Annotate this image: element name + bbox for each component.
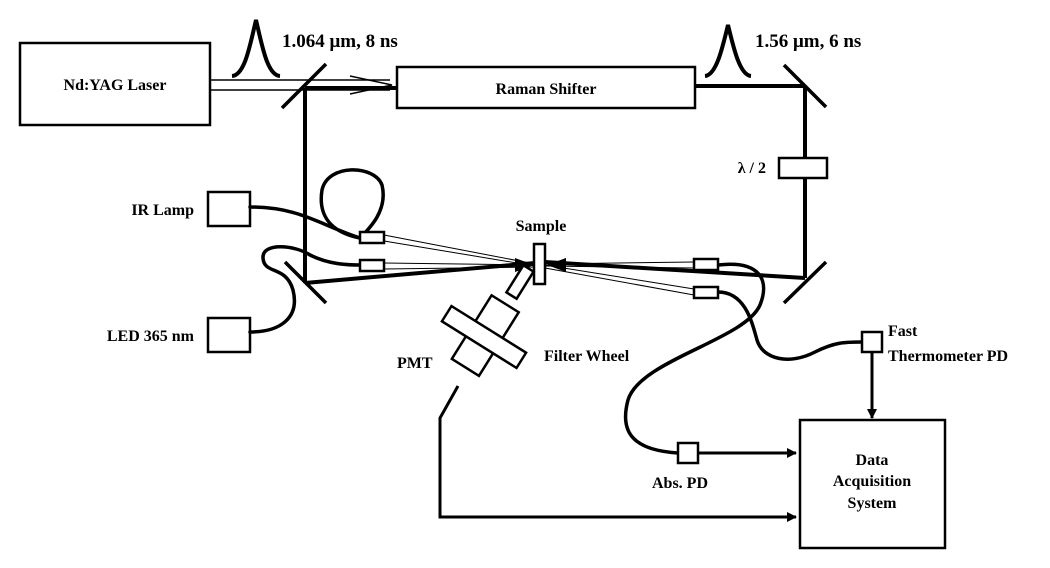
half-wave-plate-label: λ / 2 — [738, 160, 766, 177]
sample-label: Sample — [516, 218, 567, 235]
pulse-1-label: 1.064 μm, 8 ns — [282, 31, 398, 52]
pmt-signal-line — [438, 385, 797, 522]
fibers — [248, 168, 864, 455]
fiber-abs-pd — [623, 262, 766, 455]
daq-label-line3: System — [848, 495, 898, 512]
nd-yag-laser: Nd:YAG Laser — [18, 41, 212, 127]
half-wave-plate: λ / 2 — [738, 156, 829, 180]
fiber-led — [248, 245, 362, 334]
led-label: LED 365 nm — [107, 328, 195, 345]
data-acquisition-system: Data Acquisition System — [798, 418, 947, 550]
sample: Sample — [516, 218, 567, 286]
pulse-shape-1064 — [231, 19, 281, 78]
sample-coupling-lines — [383, 234, 695, 296]
abs-pd-label: Abs. PD — [652, 475, 708, 492]
fiber-thermometer-pd — [716, 290, 864, 361]
daq-label-line1: Data — [856, 452, 889, 469]
ir-lamp: IR Lamp — [131, 190, 252, 228]
mirrors — [280, 62, 828, 305]
pulse-shape-156 — [704, 24, 752, 78]
mirror-bottom-left — [283, 260, 328, 305]
daq-label-line2: Acquisition — [833, 473, 911, 490]
fiber-ir-lamp — [248, 168, 385, 240]
mirror-top-right — [782, 63, 828, 109]
raman-shifter: Raman Shifter — [395, 65, 697, 110]
fast-pd-label-line2: Thermometer PD — [888, 348, 1008, 365]
pulse-2-label: 1.56 μm, 6 ns — [755, 31, 861, 52]
nd-yag-laser-label: Nd:YAG Laser — [64, 77, 167, 94]
pmt-assembly: PMT Filter Wheel — [397, 263, 630, 378]
ir-lamp-label: IR Lamp — [131, 202, 194, 219]
abs-pd: Abs. PD — [652, 441, 797, 492]
mirror-bottom-right — [782, 260, 828, 305]
fast-pd-label-line1: Fast — [888, 323, 918, 340]
beam-path — [303, 84, 807, 285]
mirror-top-left — [280, 62, 328, 110]
raman-shifter-label: Raman Shifter — [496, 81, 597, 98]
filter-wheel — [440, 304, 528, 370]
fiber-couplers — [358, 230, 720, 300]
filter-wheel-label: Filter Wheel — [544, 348, 630, 365]
led-365: LED 365 nm — [107, 316, 252, 354]
pmt-label: PMT — [397, 355, 433, 372]
fast-thermometer-pd: Fast Thermometer PD — [860, 323, 1008, 419]
pmt-window — [504, 263, 536, 301]
